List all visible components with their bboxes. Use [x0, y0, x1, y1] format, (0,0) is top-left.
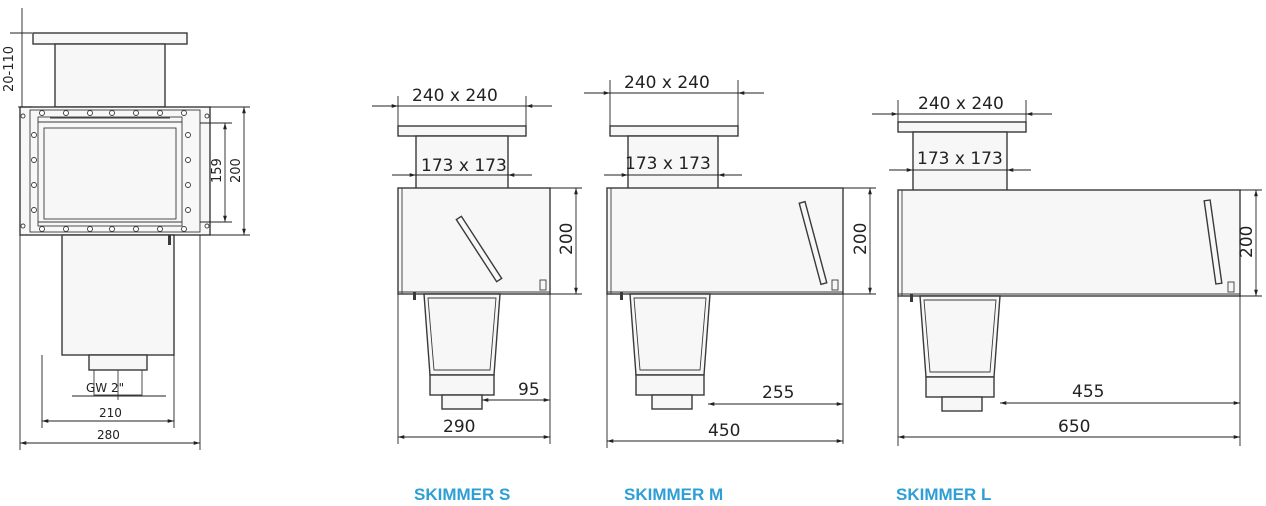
skimmer-s-dim-lid: 240 x 240 — [412, 86, 498, 106]
skimmer-l-dim-length: 650 — [1058, 417, 1090, 437]
dim-opening-inner-label: 159 — [210, 158, 225, 183]
skimmer-s-caption: SKIMMER S — [414, 485, 510, 504]
front-view: 20-110 159 200 GW 2" 210 280 — [2, 8, 250, 450]
dim-outlet-label: GW 2" — [86, 381, 124, 395]
skimmer-l-drawing: 240 x 240 173 x 173 200 455 650 — [872, 94, 1262, 446]
skimmer-s-dim-outlet: 95 — [518, 380, 540, 400]
skimmer-s-dim-height: 200 — [557, 223, 577, 255]
dim-neck-label: 20-110 — [2, 46, 17, 92]
dim-body-width-label: 210 — [99, 406, 122, 420]
skimmer-s-dim-length: 290 — [443, 417, 475, 437]
skimmer-l-dim-height: 200 — [1237, 226, 1257, 258]
dim-opening-outer-label: 200 — [229, 158, 244, 183]
skimmer-m-caption: SKIMMER M — [624, 485, 723, 504]
skimmer-m-drawing: 240 x 240 173 x 173 200 255 450 — [584, 73, 876, 448]
skimmer-s-dim-neck: 173 x 173 — [421, 156, 507, 176]
skimmer-s-drawing: 240 x 240 173 x 173 200 95 290 — [372, 86, 582, 444]
skimmer-m-dim-lid: 240 x 240 — [624, 73, 710, 93]
skimmer-l-dim-lid: 240 x 240 — [918, 94, 1004, 114]
skimmer-m-dim-neck: 173 x 173 — [625, 154, 711, 174]
skimmer-l-dim-neck: 173 x 173 — [917, 149, 1003, 169]
skimmer-m-dim-length: 450 — [708, 421, 740, 441]
skimmer-m-dim-height: 200 — [851, 223, 871, 255]
skimmer-l-dim-outlet: 455 — [1072, 382, 1104, 402]
skimmer-m-dim-outlet: 255 — [762, 383, 794, 403]
dim-flange-width-label: 280 — [97, 428, 120, 442]
skimmer-l-caption: SKIMMER L — [896, 485, 991, 504]
